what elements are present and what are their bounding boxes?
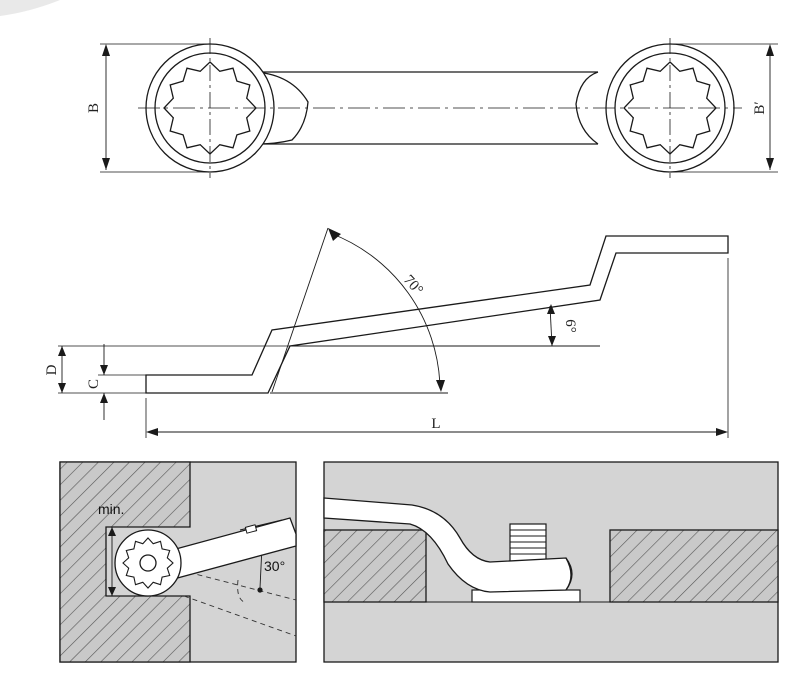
label-b-prime: B′	[752, 101, 768, 114]
swing-path	[179, 569, 297, 637]
angle-ray	[271, 227, 329, 393]
label-angle-30: 30°	[264, 558, 285, 574]
right-block-hatched	[609, 529, 779, 603]
detail-panel-left	[59, 461, 297, 663]
label-d: D	[44, 364, 60, 375]
shank-outline	[256, 71, 598, 145]
top-view	[100, 38, 778, 178]
left-neck	[255, 71, 309, 145]
ring-axis-lines	[209, 38, 671, 178]
label-angle-6: 6°	[562, 319, 578, 333]
bolt-head	[139, 554, 157, 572]
angle-70-arc	[329, 232, 441, 387]
label-l: L	[431, 416, 440, 432]
right-neck	[575, 71, 599, 145]
side-view	[58, 227, 729, 438]
left-block-hatched	[323, 529, 427, 603]
label-angle-70: 70°	[400, 272, 426, 298]
label-b: B	[86, 103, 102, 113]
detail-wrench-side	[323, 497, 572, 593]
detail-panel-right	[323, 461, 779, 663]
label-min: min.	[98, 501, 124, 517]
label-c: C	[86, 379, 102, 389]
wrench-side-profile	[145, 235, 729, 394]
obstruction-hatched	[59, 461, 191, 663]
